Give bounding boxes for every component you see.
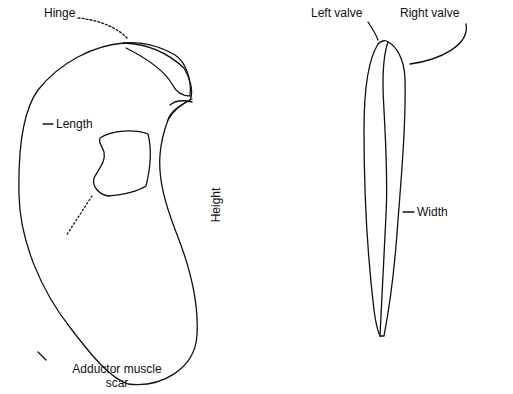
width-dash: [403, 211, 414, 212]
dimension-label: Width: [417, 205, 448, 219]
right-valve-leader: [410, 24, 466, 64]
hinge-notch: [168, 99, 192, 120]
dimension-label: Height: [209, 188, 223, 223]
part-label: Left valve: [311, 6, 362, 20]
dimension-label: Length: [56, 117, 93, 131]
left-valve-leader: [368, 22, 378, 40]
hinge-ligament: [124, 43, 190, 96]
left-valve-outline: [364, 44, 380, 336]
shell-outline: [19, 43, 197, 385]
length-dash: [43, 123, 53, 124]
hinge-leader: [78, 18, 128, 39]
part-label: Hinge: [44, 6, 75, 20]
scar-leader: [66, 196, 92, 236]
scar-tick: [38, 352, 46, 360]
valve-commissure: [378, 41, 388, 336]
part-label: Right valve: [400, 6, 459, 20]
right-valve-outline: [380, 42, 405, 336]
part-label: Adductor muscle scar: [62, 362, 172, 390]
adductor-muscle-scar: [94, 131, 151, 196]
